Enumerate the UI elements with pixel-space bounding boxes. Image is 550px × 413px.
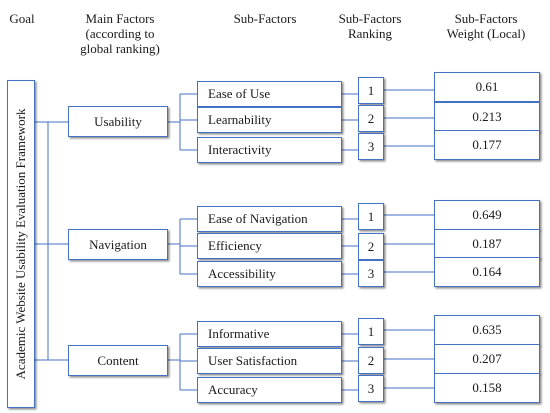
rank-box: 1 bbox=[358, 203, 384, 230]
weight-value: 0.207 bbox=[472, 351, 502, 366]
rank-value: 2 bbox=[367, 238, 375, 254]
sub-factor-box: Interactivity bbox=[197, 137, 342, 163]
weight-box: 0.187 bbox=[434, 229, 540, 259]
weight-value: 0.164 bbox=[472, 264, 502, 279]
rank-box: 1 bbox=[358, 77, 384, 104]
sub-factor-label: Ease of Navigation bbox=[208, 211, 308, 226]
header-ranking-line2: Ranking bbox=[347, 26, 393, 41]
header-weight-line2: Weight (Local) bbox=[446, 26, 526, 41]
weight-box: 0.158 bbox=[434, 373, 540, 403]
rank-box: 3 bbox=[358, 133, 384, 160]
sub-factor-box: Learnability bbox=[197, 107, 342, 133]
header-main-factors-line1: Main Factors bbox=[85, 11, 155, 26]
main-factor-navigation: Navigation bbox=[68, 229, 168, 260]
header-ranking-line1: Sub-Factors bbox=[338, 11, 402, 26]
sub-factor-label: Efficiency bbox=[208, 238, 262, 253]
weight-value: 0.213 bbox=[472, 109, 502, 124]
main-factor-label: Content bbox=[97, 352, 139, 368]
rank-value: 3 bbox=[367, 265, 375, 281]
sub-factor-box: Efficiency bbox=[197, 233, 342, 259]
main-factor-usability: Usability bbox=[68, 106, 168, 137]
rank-value: 1 bbox=[367, 82, 375, 98]
header-main-factors-line3: global ranking) bbox=[80, 41, 160, 56]
rank-value: 3 bbox=[367, 380, 375, 396]
sub-factor-label: Accuracy bbox=[208, 382, 258, 397]
header-sub-factors: Sub-Factors bbox=[233, 11, 297, 26]
sub-factor-box: User Satisfaction bbox=[197, 348, 342, 374]
rank-value: 1 bbox=[367, 323, 375, 339]
rank-value: 3 bbox=[367, 138, 375, 154]
weight-box: 0.177 bbox=[434, 130, 540, 160]
sub-factor-label: Ease of Use bbox=[208, 86, 271, 101]
rank-box: 1 bbox=[358, 318, 384, 345]
weight-value: 0.158 bbox=[472, 380, 502, 395]
weight-box: 0.164 bbox=[434, 257, 540, 287]
rank-box: 3 bbox=[358, 375, 384, 402]
sub-factor-box: Ease of Use bbox=[197, 81, 342, 107]
sub-factor-box: Accuracy bbox=[197, 377, 342, 403]
weight-box: 0.635 bbox=[434, 315, 540, 345]
weight-box: 0.61 bbox=[434, 72, 540, 102]
rank-value: 1 bbox=[367, 208, 375, 224]
rank-box: 3 bbox=[358, 260, 384, 287]
weight-box: 0.207 bbox=[434, 344, 540, 374]
header-goal: Goal bbox=[9, 11, 35, 26]
sub-factor-box: Ease of Navigation bbox=[197, 206, 342, 232]
weight-value: 0.177 bbox=[472, 137, 502, 152]
main-factor-label: Navigation bbox=[89, 236, 147, 252]
header-main-factors-line2: (according to bbox=[85, 26, 155, 41]
header-weight: Sub-Factors Weight (Local) bbox=[430, 11, 542, 41]
weight-value: 0.187 bbox=[472, 236, 502, 251]
weight-value: 0.635 bbox=[472, 322, 502, 337]
header-weight-line1: Sub-Factors bbox=[454, 11, 518, 26]
sub-factor-label: Accessibility bbox=[208, 266, 276, 281]
sub-factor-label: Learnability bbox=[208, 112, 272, 127]
rank-value: 2 bbox=[367, 110, 375, 126]
header-main-factors: Main Factors (according to global rankin… bbox=[60, 11, 180, 56]
sub-factor-label: User Satisfaction bbox=[208, 353, 298, 368]
weight-box: 0.649 bbox=[434, 200, 540, 230]
goal-box bbox=[7, 80, 35, 408]
weight-box: 0.213 bbox=[434, 102, 540, 132]
header-ranking: Sub-Factors Ranking bbox=[330, 11, 410, 41]
weight-value: 0.61 bbox=[475, 79, 499, 94]
rank-box: 2 bbox=[358, 347, 384, 374]
rank-box: 2 bbox=[358, 105, 384, 132]
rank-value: 2 bbox=[367, 352, 375, 368]
sub-factor-box: Accessibility bbox=[197, 261, 342, 287]
sub-factor-label: Informative bbox=[208, 326, 270, 341]
goal-label: Academic Website Usability Evaluation Fr… bbox=[13, 108, 28, 380]
weight-value: 0.649 bbox=[472, 207, 502, 222]
rank-box: 2 bbox=[358, 233, 384, 260]
main-factor-content: Content bbox=[68, 345, 168, 376]
main-factor-label: Usability bbox=[94, 113, 142, 129]
sub-factor-box: Informative bbox=[197, 321, 342, 347]
sub-factor-label: Interactivity bbox=[208, 142, 272, 157]
